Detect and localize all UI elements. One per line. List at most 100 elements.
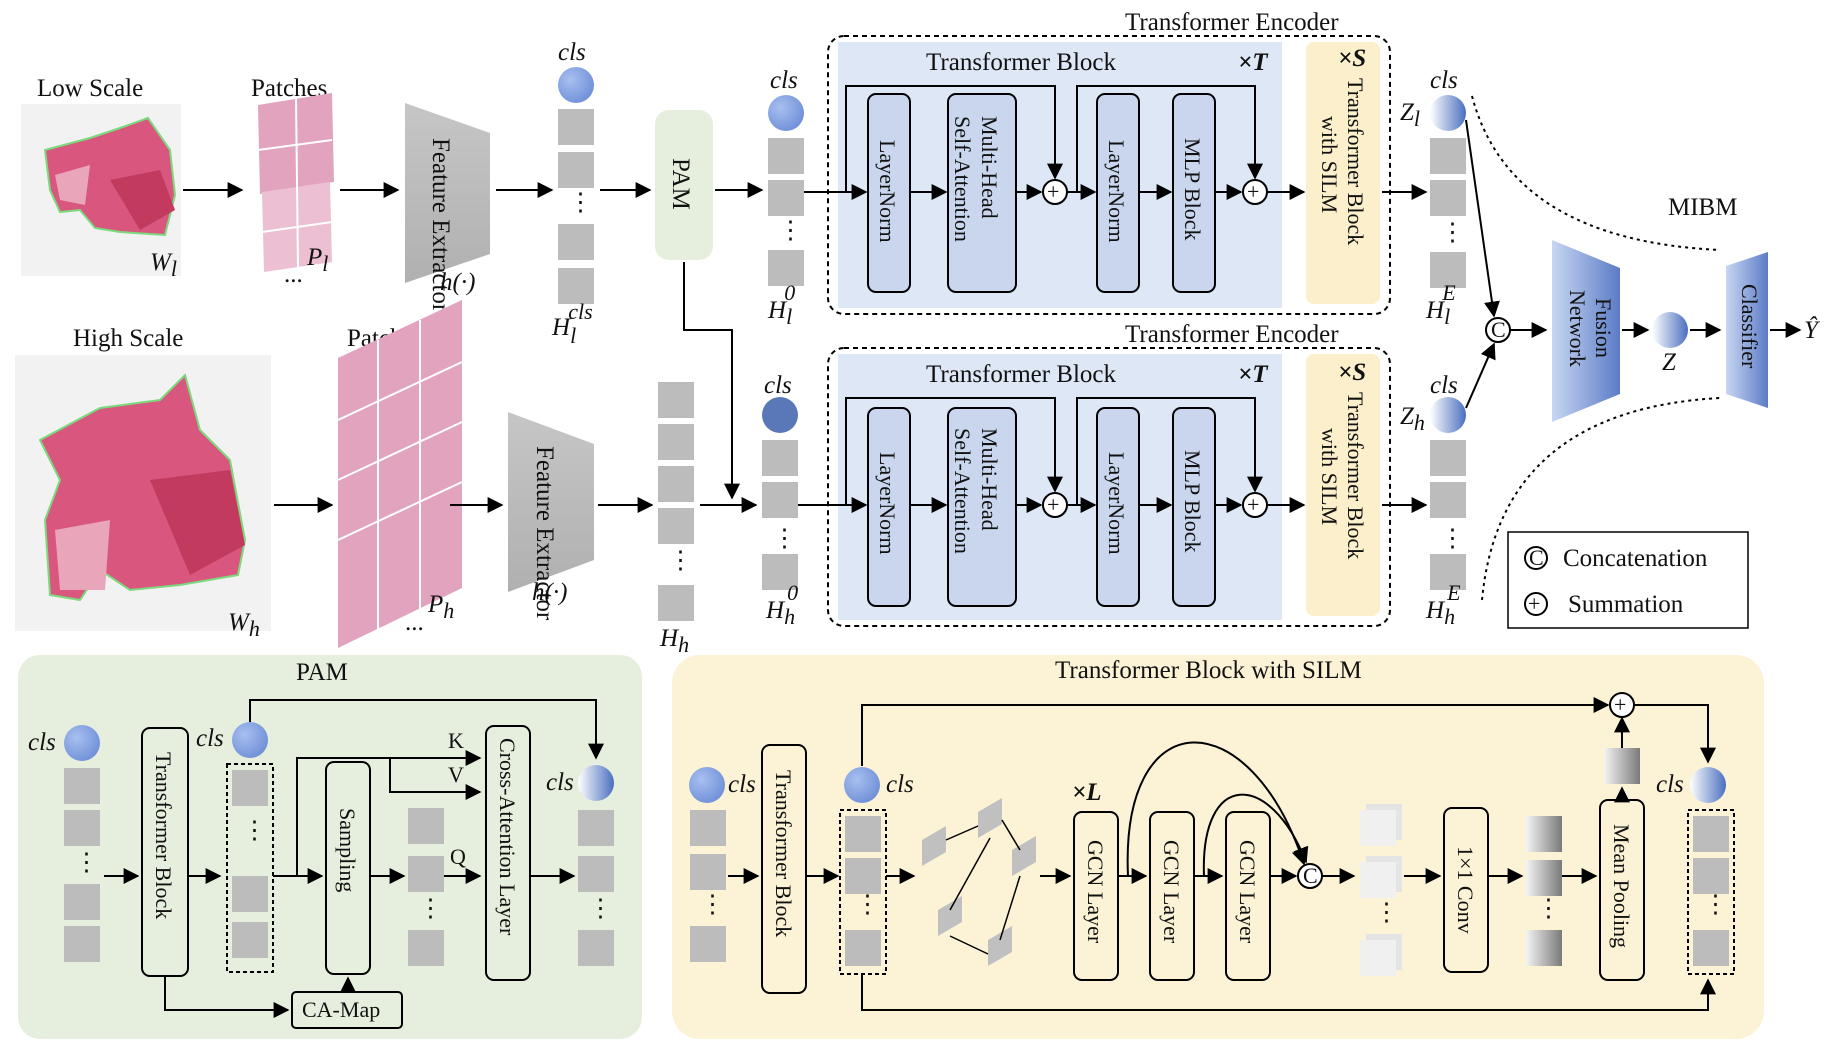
svg-text:⋮: ⋮ [778, 217, 803, 244]
encoder-low-title: Transformer Encoder [1125, 9, 1339, 36]
cross-attention-label: Cross-Attention Layer [495, 738, 520, 936]
low-scale-wsi: Wl [21, 104, 181, 281]
w-l-label: Wl [150, 249, 177, 281]
q-label: Q [450, 844, 466, 869]
conv-label: 1×1 Conv [1453, 846, 1478, 934]
z-label: Z [1662, 349, 1677, 376]
w-h-label: Wh [228, 609, 260, 641]
legend-concatenation: Concatenation [1563, 545, 1708, 572]
h-l-e-label: HlE [1425, 280, 1456, 329]
high-token-sequence: ⋮ Hh [658, 382, 694, 657]
block-low-title: Transformer Block [926, 49, 1117, 76]
h-func-high-label: h(·) [532, 579, 567, 606]
svg-text:with SILM: with SILM [1317, 116, 1342, 213]
svg-text:Transformer Block: Transformer Block [1343, 78, 1368, 245]
p-l-label: Pl [306, 244, 328, 276]
top-flow-arrows [183, 182, 764, 513]
svg-text:with SILM: with SILM [1317, 428, 1342, 525]
svg-text:⋮: ⋮ [700, 891, 725, 918]
svg-text:Multi-Head: Multi-Head [977, 428, 1002, 531]
svg-text:+: + [1528, 591, 1540, 616]
high-encoder-output: cls Zh ⋮ HhE [1382, 372, 1466, 629]
concat-symbol: C [1491, 317, 1506, 342]
svg-text:Self-Attention: Self-Attention [950, 116, 975, 242]
gcn-layer-2: GCN Layer [1159, 840, 1184, 944]
svg-text:×S: ×S [1338, 359, 1366, 386]
svg-text:cls: cls [196, 725, 224, 752]
silm-transformer-block: Transformer Block [771, 770, 796, 937]
y-hat-label: Ŷ [1804, 316, 1821, 344]
low-token-sequence: cls ⋮ Hlcls [551, 39, 594, 348]
svg-text:⋮: ⋮ [772, 525, 797, 552]
low-scale-label: Low Scale [37, 75, 143, 102]
low-encoder-output: cls Zl ⋮ HlE [1382, 67, 1466, 329]
svg-text:⋮: ⋮ [588, 895, 613, 922]
gcn-layer-3: GCN Layer [1235, 840, 1260, 944]
feature-extractor-low-label: Feature Extractor [427, 138, 454, 313]
z-l-label: Zl [1400, 99, 1420, 131]
svg-text:+: + [1247, 492, 1259, 517]
times-l-label: ×L [1072, 779, 1102, 806]
mibm-module: MIBM C Fusion Network Z Classifier Ŷ [1465, 95, 1821, 601]
svg-text:cls: cls [770, 67, 798, 94]
svg-text:⋮: ⋮ [855, 891, 880, 918]
svg-text:×T: ×T [1238, 361, 1269, 388]
legend-summation: Summation [1568, 591, 1684, 618]
h-func-low-label: h(·) [440, 269, 475, 296]
svg-text:+: + [1047, 492, 1059, 517]
z-h-label: Zh [1400, 403, 1425, 435]
svg-text:Multi-Head: Multi-Head [977, 116, 1002, 219]
svg-text:LayerNorm: LayerNorm [1104, 452, 1129, 555]
svg-text:Transformer Block: Transformer Block [926, 361, 1117, 388]
high-encoder-input: cls ⋮ Hh0 [762, 372, 798, 629]
svg-text:cls: cls [546, 769, 574, 796]
high-scale-wsi: Wh [15, 355, 271, 641]
h-h-e-label: HhE [1425, 580, 1461, 629]
svg-text:cls: cls [28, 729, 56, 756]
svg-text:⋮: ⋮ [1440, 219, 1465, 246]
svg-text:Transformer Block: Transformer Block [1343, 392, 1368, 559]
svg-text:⋮: ⋮ [242, 817, 267, 844]
svg-text:LayerNorm: LayerNorm [875, 140, 900, 243]
pam-module-top: PAM [655, 110, 713, 260]
svg-text:×S: ×S [1338, 45, 1366, 72]
svg-text:C: C [1303, 863, 1318, 888]
svg-text:cls: cls [1430, 67, 1458, 94]
feature-extractor-low: Feature Extractor h(·) [405, 103, 490, 313]
fusion-label-2: Network [1565, 290, 1590, 367]
pam-panel-title: PAM [296, 659, 348, 686]
feature-extractor-high-label: Feature Extractor [531, 446, 558, 621]
legend: C Concatenation + Summation [1507, 531, 1749, 629]
v-label: V [448, 762, 464, 787]
high-patches: ... Ph [337, 300, 463, 648]
svg-text:cls: cls [764, 372, 792, 399]
gcn-layer-1: GCN Layer [1083, 840, 1108, 944]
transformer-encoder-high: Transformer Encoder Transformer Block ×T… [798, 321, 1391, 627]
svg-text:+: + [1047, 179, 1059, 204]
svg-text:cls: cls [728, 771, 756, 798]
h-l-cls-label: Hlcls [551, 299, 593, 348]
svg-text:MLP Block: MLP Block [1180, 450, 1205, 552]
h-h-0-label: Hh0 [765, 580, 798, 629]
svg-text:⋮: ⋮ [1440, 525, 1465, 552]
sampling-label: Sampling [335, 808, 360, 892]
svg-text:Self-Attention: Self-Attention [950, 428, 975, 554]
silm-panel-title: Transformer Block with SILM [1055, 657, 1362, 684]
transformer-encoder-low: Transformer Encoder Transformer Block ×T… [804, 9, 1391, 315]
h-l-0-label: Hl0 [767, 280, 795, 329]
svg-text:cls: cls [1430, 372, 1458, 399]
feature-stack: ⋮ [1360, 804, 1402, 976]
svg-text:+: + [1247, 179, 1259, 204]
mean-pooling-label: Mean Pooling [1609, 824, 1634, 948]
ca-map-label: CA-Map [302, 997, 380, 1022]
svg-text:MLP Block: MLP Block [1180, 138, 1205, 240]
high-scale-label: High Scale [73, 325, 183, 352]
svg-text:⋮: ⋮ [1703, 891, 1728, 918]
token-graph [922, 798, 1036, 966]
svg-text:⋮: ⋮ [668, 547, 693, 574]
pam-top-label: PAM [667, 158, 694, 210]
svg-text:cls: cls [886, 771, 914, 798]
mibm-title: MIBM [1668, 194, 1737, 221]
